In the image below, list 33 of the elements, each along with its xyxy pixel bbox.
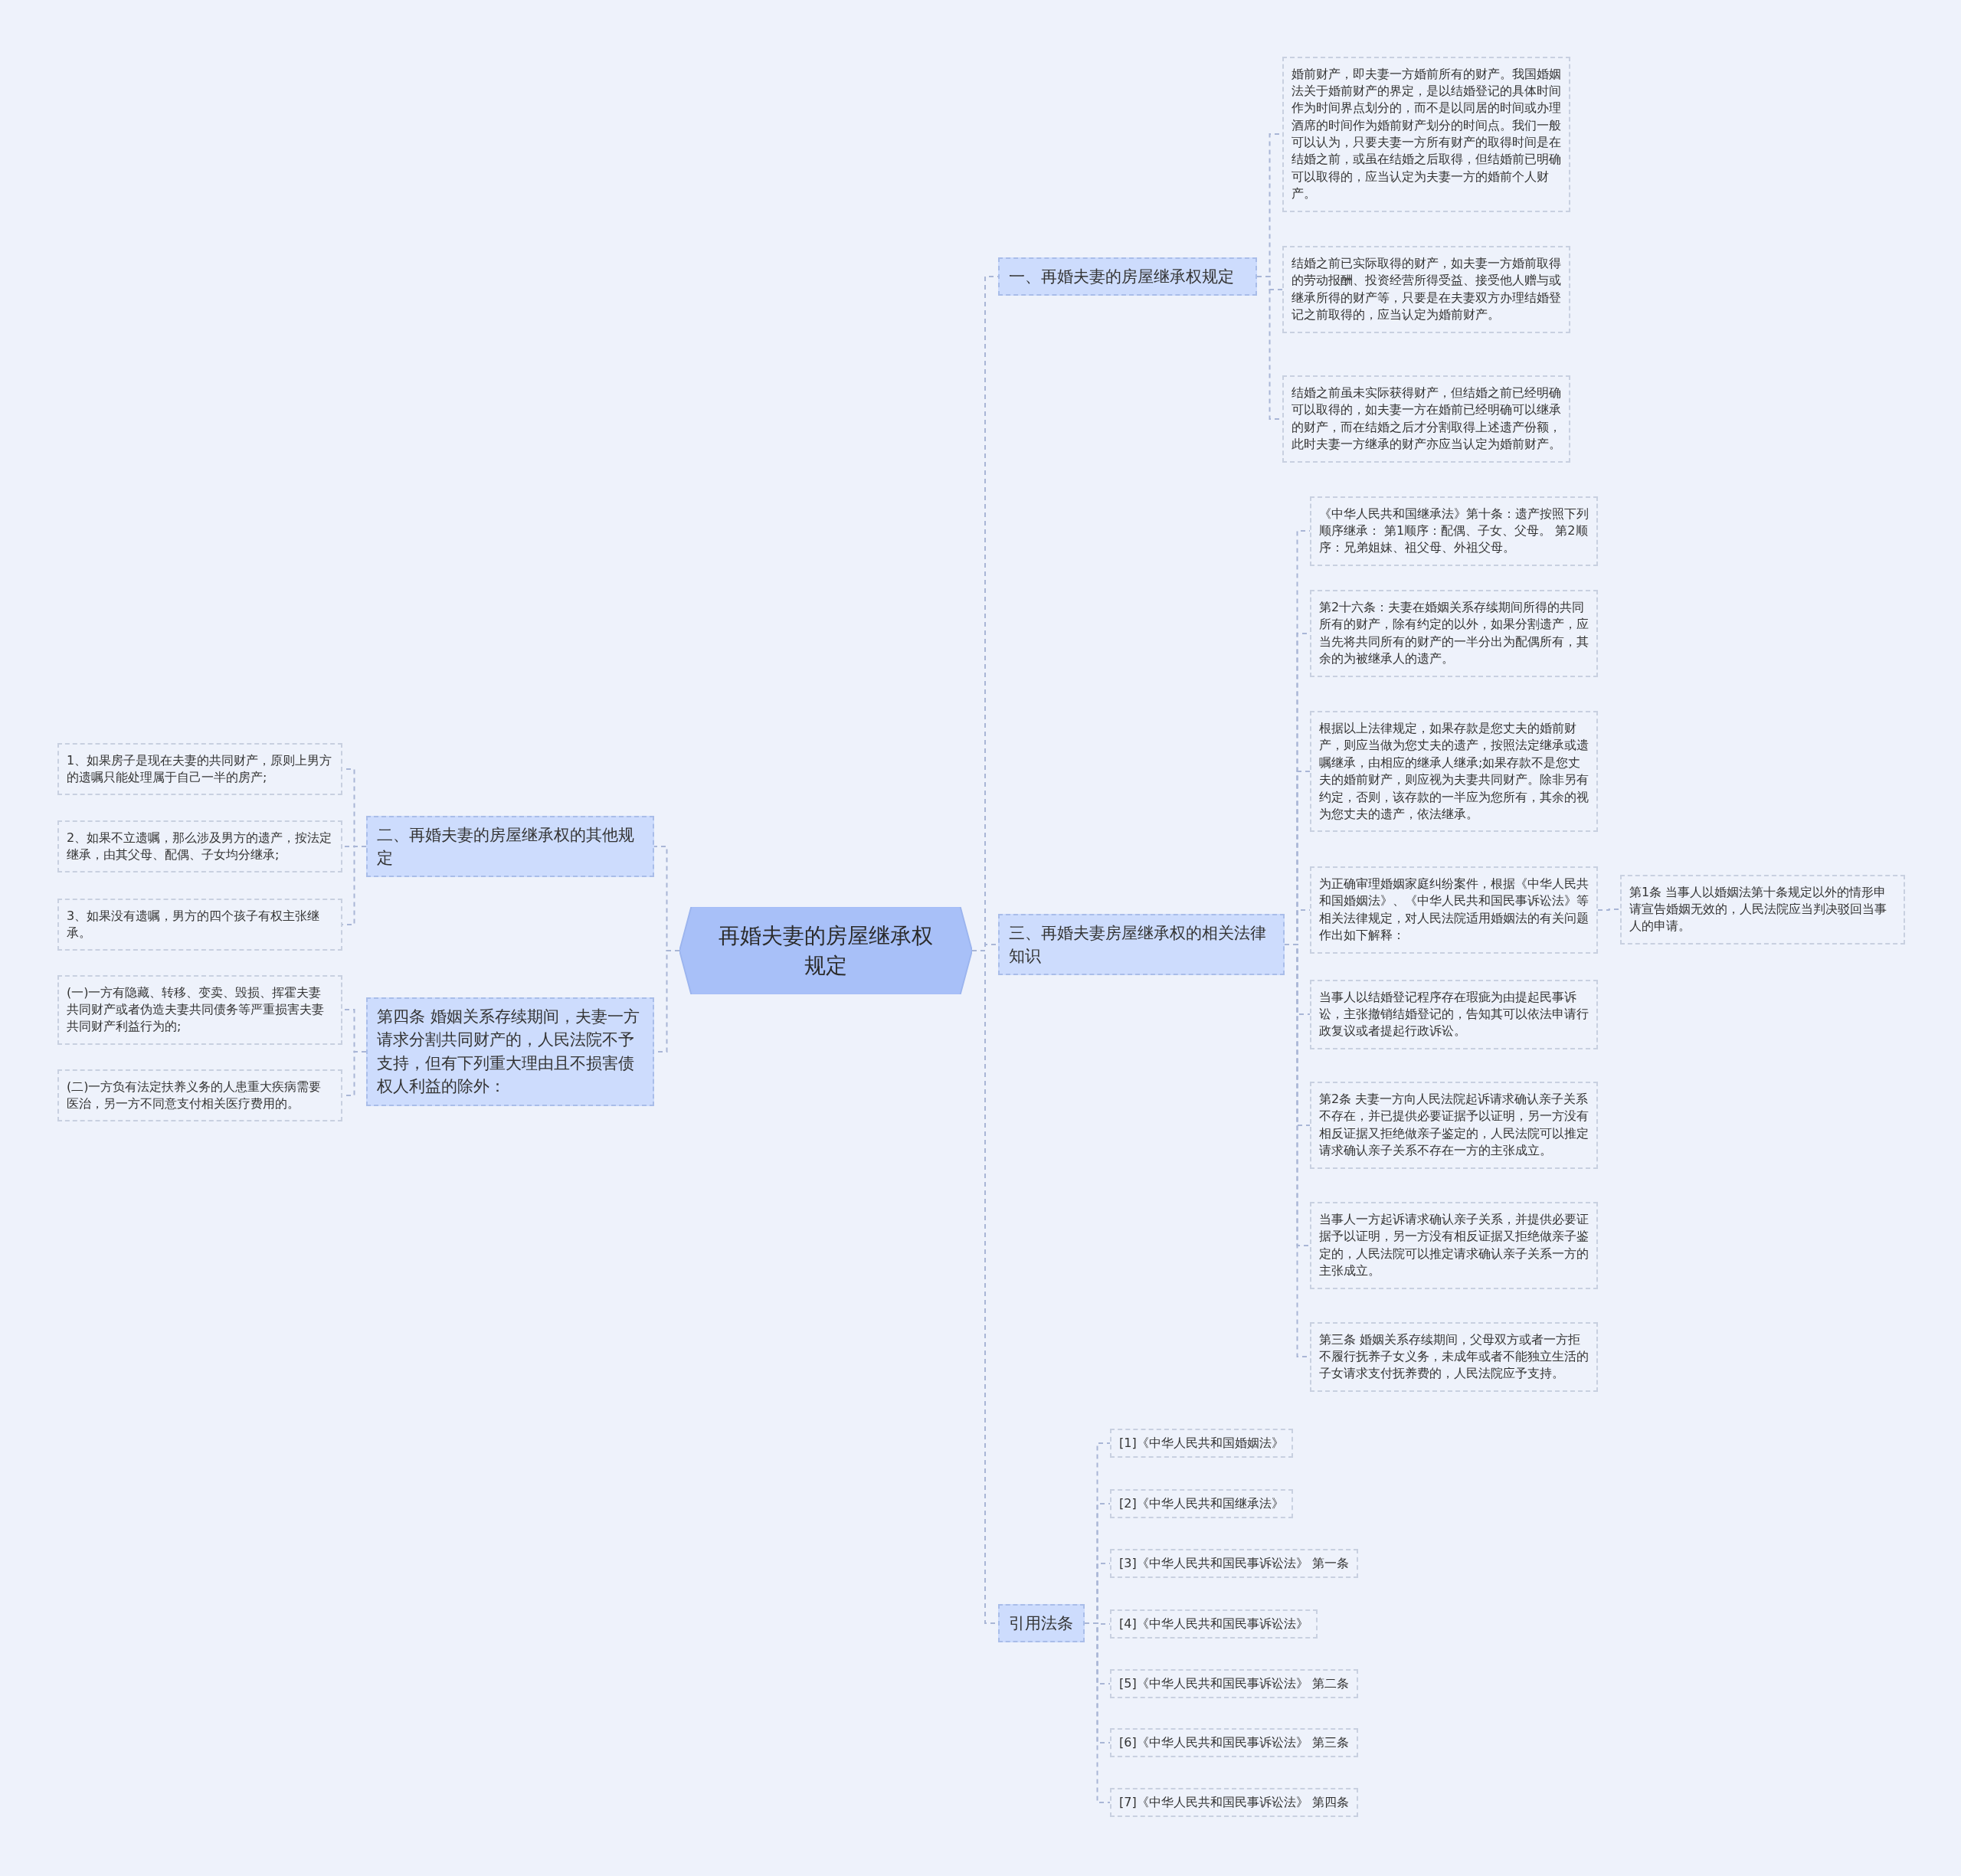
note-box: 结婚之前虽未实际获得财产，但结婚之前已经明确可以取得的，如夫妻一方在婚前已经明确可以继承的财产，而在结婚之后才分割取得上述遗产份额，此时夫妻一方继承的财产亦应当认定为婚前财产。 <box>1282 375 1570 463</box>
connector-line <box>342 846 367 925</box>
note-box: 第1条 当事人以婚姻法第十条规定以外的情形申请宣告婚姻无效的，人民法院应当判决驳回当事人的申请。 <box>1620 874 1905 945</box>
note-box: 当事人一方起诉请求确认亲子关系，并提供必要证据予以证明，另一方没有相反证据又拒绝做亲子鉴定的，人民法院可以推定请求确认亲子关系一方的主张成立。 <box>1310 1202 1598 1289</box>
reference-box: [1]《中华人民共和国婚姻法》 <box>1110 1429 1293 1459</box>
topic-box: 引用法条 <box>998 1604 1085 1643</box>
topic-box: 二、再婚夫妻的房屋继承权的其他规定 <box>366 815 654 878</box>
topic-box: 三、再婚夫妻房屋继承权的相关法律知识 <box>998 913 1285 976</box>
reference-box: [4]《中华人民共和国民事诉讼法》 <box>1110 1609 1318 1639</box>
note-box: 第2十六条：夫妻在婚姻关系存续期间所得的共同所有的财产，除有约定的以外，如果分割遗产，应当先将共同所有的财产的一半分出为配偶所有，其余的为被继承人的遗产。 <box>1310 590 1598 677</box>
note-box: 婚前财产，即夫妻一方婚前所有的财产。我国婚姻法关于婚前财产的界定，是以结婚登记的具体时间作为时间界点划分的，而不是以同居的时间或办理酒席的时间作为婚前财产划分的时间点。我们一般可以认为，只要夫妻一方所有财产的取得时间是在结婚之前，或虽在结婚之后取得，但结婚前已明确可以取得的，应当认定为夫妻一方的婚前个人财产。 <box>1282 56 1570 212</box>
reference-box: [7]《中华人民共和国民事诉讼法》 第四条 <box>1110 1788 1358 1818</box>
reference-box: [2]《中华人民共和国继承法》 <box>1110 1489 1293 1519</box>
note-box: 根据以上法律规定，如果存款是您丈夫的婚前财产，则应当做为您丈夫的遗产，按照法定继承或遗嘱继承，由相应的继承人继承;如果存款不是您丈夫的婚前财产，则应视为夫妻共同财产。除非另有约定，否则，该存款的一半应为您所有，其余的视为您丈夫的遗产，依法继承。 <box>1310 711 1598 833</box>
note-box: 结婚之前已实际取得的财产，如夫妻一方婚前取得的劳动报酬、投资经营所得受益、接受他人赠与或继承所得的财产等，只要是在夫妻双方办理结婚登记之前取得的，应当认定为婚前财产。 <box>1282 246 1570 333</box>
note-box: 3、如果没有遗嘱，男方的四个孩子有权主张继承。 <box>57 898 342 951</box>
reference-box: [5]《中华人民共和国民事诉讼法》 第二条 <box>1110 1669 1358 1699</box>
central-topic: 再婚夫妻的房屋继承权规定 <box>679 907 972 994</box>
note-box: (一)一方有隐藏、转移、变卖、毁损、挥霍夫妻共同财产或者伪造夫妻共同债务等严重损害夫妻共同财产利益行为的; <box>57 974 342 1045</box>
connector-line <box>1084 1622 1111 1803</box>
topic-box: 一、再婚夫妻的房屋继承权规定 <box>998 257 1257 296</box>
note-box: (二)一方负有法定扶养义务的人患重大疾病需要医治，另一方不同意支付相关医疗费用的。 <box>57 1069 342 1122</box>
connector-line <box>1597 909 1621 911</box>
note-box: 《中华人民共和国继承法》第十条：遗产按照下列顺序继承： 第1顺序：配偶、子女、父母。 第2顺序：兄弟姐妹、祖父母、外祖父母。 <box>1310 496 1598 566</box>
note-box: 1、如果房子是现在夫妻的共同财产，原则上男方的遗嘱只能处理属于自己一半的房产; <box>57 742 342 796</box>
note-box: 为正确审理婚姻家庭纠纷案件，根据《中华人民共和国婚姻法》、《中华人民共和国民事诉讼法》等相关法律规定，对人民法院适用婚姻法的有关问题作出如下解释： <box>1310 866 1598 954</box>
note-box: 2、如果不立遗嘱，那么涉及男方的遗产，按法定继承，由其父母、配偶、子女均分继承; <box>57 820 342 873</box>
note-box: 当事人以结婚登记程序存在瑕疵为由提起民事诉讼，主张撤销结婚登记的，告知其可以依法申请行政复议或者提起行政诉讼。 <box>1310 979 1598 1049</box>
note-box: 第2条 夫妻一方向人民法院起诉请求确认亲子关系不存在，并已提供必要证据予以证明，另一方没有相反证据又拒绝做亲子鉴定的，人民法院可以推定请求确认亲子关系不存在一方的主张成立。 <box>1310 1082 1598 1169</box>
reference-box: [3]《中华人民共和国民事诉讼法》 第一条 <box>1110 1549 1358 1579</box>
reference-box: [6]《中华人民共和国民事诉讼法》 第三条 <box>1110 1728 1358 1758</box>
topic-box: 第四条 婚姻关系存续期间，夫妻一方请求分割共同财产的，人民法院不予支持，但有下列重大理由且不损害债权人利益的除外： <box>366 997 654 1106</box>
note-box: 第三条 婚姻关系存续期间，父母双方或者一方拒不履行抚养子女义务，未成年或者不能独立生活的子女请求支付抚养费的，人民法院应予支持。 <box>1310 1321 1598 1392</box>
